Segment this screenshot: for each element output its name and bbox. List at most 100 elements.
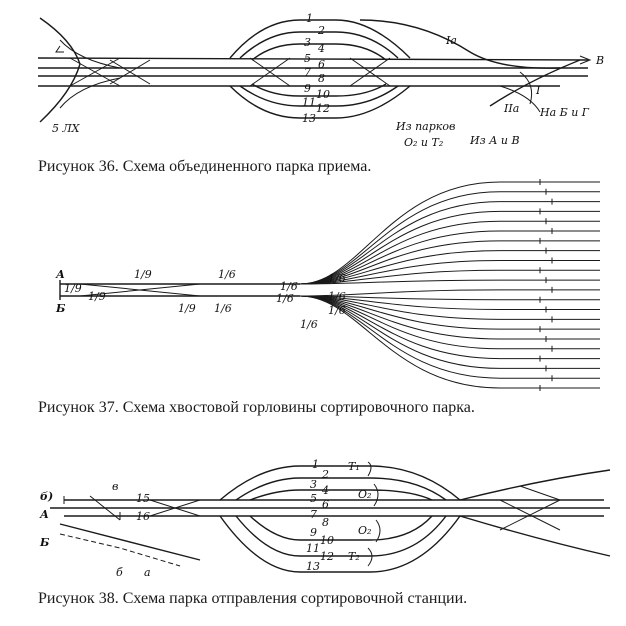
ratio-label: 1/6 [276,292,294,305]
figure-38-scheme: б) А Б в б а 15 16 1 2 3 4 5 6 7 8 9 10 … [39,458,611,579]
track-number-1: 1 [312,458,319,471]
label-from-A-B: Из А и В [469,134,520,147]
ladder-lower-outer [229,85,411,119]
track-number-8: 8 [322,516,329,529]
ratio-label: 1/9 [178,302,196,315]
track-number-12: 12 [316,102,330,115]
track-number-6: 6 [318,58,325,71]
label-B: Б [55,302,66,315]
label-panel-b: б) [40,490,53,503]
label-a: а [144,566,151,579]
right-fan-upper [459,469,611,501]
label-from-parks: Из парков [395,120,455,133]
sorting-track [299,295,600,301]
track-number-10: 10 [320,534,334,547]
throat-cross [79,283,201,297]
left-crossover [69,57,151,87]
sorting-track [299,201,600,285]
label-route-Ia: Iа [445,34,457,47]
branch-IIa [489,59,581,107]
ratio-label: 1/9 [88,290,106,303]
label-O2-lower: О₂ [358,524,371,537]
approach-dashed [59,533,181,567]
track-number-15: 15 [136,492,150,505]
track-number-4: 4 [317,42,325,55]
sorting-track [299,230,600,285]
ratio-label: 1/6 [328,304,346,317]
track-number-11: 11 [302,96,316,109]
track-number-5: 5 [310,492,317,505]
track-number-8: 8 [318,72,325,85]
left-fan-upper [39,17,81,123]
track-number-1: 1 [306,12,313,25]
park-lower-3 [249,515,433,541]
park-upper-2 [235,477,447,501]
track-number-12: 12 [320,550,334,563]
label-5LH: 5 ЛХ [52,122,81,135]
track-number-7: 7 [304,66,311,79]
right-fan-lower [459,515,611,557]
park-lower-outer [219,515,461,573]
ratio-label: 1/6 [300,318,318,331]
right-crossover-38 [499,485,561,531]
label-to-B-G: На Б и Г [539,106,590,119]
sorting-track [299,181,600,285]
track-number-6: 6 [322,498,329,511]
approach-line-B [59,523,201,561]
track-number-3: 3 [304,36,311,49]
label-T1: Т₁ [348,460,360,473]
sorting-track [299,295,600,389]
ladder-lower-2 [239,85,399,107]
park-upper-outer [219,465,461,501]
ratio-label: 1/6 [328,272,346,285]
arrow-left [55,45,64,53]
ladder-upper-3 [251,43,387,61]
left-crossover-38 [149,499,201,517]
track-number-9: 9 [310,526,317,539]
park-lower-2 [235,515,447,557]
park-upper-3 [249,489,433,501]
label-v: в [112,480,118,493]
label-B-38: Б [39,536,50,549]
ratio-label: 1/6 [218,268,236,281]
track-number-13: 13 [306,560,320,573]
track-number-10: 10 [316,88,330,101]
ladder-lower-3 [251,83,387,97]
brace-T1 [367,461,372,477]
figure-38-caption: Рисунок 38. Схема парка отправления сорт… [38,590,468,607]
sorting-track [299,289,600,297]
brace-O2-lower [375,519,381,543]
brace-O2-upper [373,483,379,507]
track-number-11: 11 [306,542,320,555]
left-fan-inner [59,39,121,69]
fan-tracks [299,179,600,391]
label-parks-O2-T2: О₂ и Т₂ [404,136,443,149]
ratio-label: 1/6 [280,280,298,293]
label-A: А [55,268,65,281]
label-O2-upper: О₂ [358,488,371,501]
main-track-upper [37,57,589,61]
figure-36-scheme: 1 2 3 4 5 6 7 8 9 10 11 12 13 Iа IIа I 5… [37,12,604,149]
branch-I [519,71,533,105]
track-number-5: 5 [304,52,311,65]
label-route-IIa: IIа [503,102,519,115]
sorting-track [299,220,600,285]
ratio-label: 1/6 [328,290,346,303]
branch-Ia [359,19,561,69]
track-number-2: 2 [321,468,329,481]
track-number-7: 7 [310,508,317,521]
brace-T2 [367,547,373,567]
label-T2: Т₂ [348,550,360,563]
track-number-4: 4 [321,484,329,497]
track-number-16: 16 [136,510,150,523]
branch-to-BG [499,85,541,113]
ratio-label: 1/9 [64,282,82,295]
sorting-track [299,210,600,285]
label-route-I: I [535,84,541,97]
label-b: б [116,566,123,579]
track-number-2: 2 [317,24,325,37]
sorting-track [299,279,600,285]
ladder-upper-2 [239,31,399,59]
